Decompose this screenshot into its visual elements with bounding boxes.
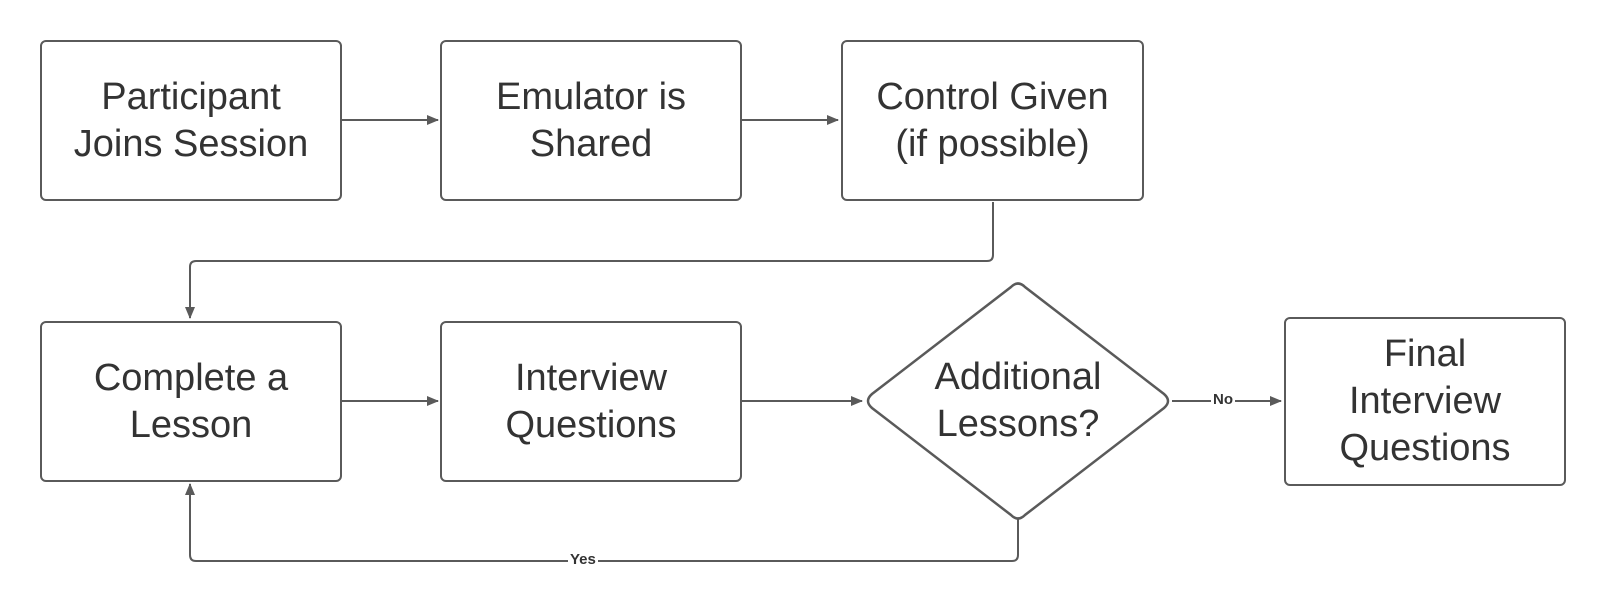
control-given-label: Control Given (if possible) <box>876 75 1109 165</box>
emulator-shared-label: Emulator is Shared <box>495 75 687 165</box>
complete-lesson-label: Complete a Lesson <box>93 356 289 446</box>
edge-label-no: No <box>1211 391 1235 409</box>
interview-questions-label: Interview Questions <box>505 356 677 446</box>
complete-lesson-box: Complete a Lesson <box>40 321 342 482</box>
edge-label-yes: Yes <box>568 551 598 569</box>
emulator-shared-box: Emulator is Shared <box>440 40 742 201</box>
participant-joins-session-label: Participant Joins Session <box>73 75 309 165</box>
control-given-box: Control Given (if possible) <box>841 40 1144 201</box>
edge-decision-yes-loop <box>185 483 1019 562</box>
final-interview-questions-box: Final Interview Questions <box>1284 317 1566 486</box>
edge-control-to-lesson <box>185 202 994 319</box>
interview-questions-box: Interview Questions <box>440 321 742 482</box>
additional-lessons-decision: Additional Lessons? <box>900 330 1136 472</box>
participant-joins-session-box: Participant Joins Session <box>40 40 342 201</box>
final-interview-questions-label: Final Interview Questions <box>1339 333 1511 469</box>
additional-lessons-label: Additional Lessons? <box>934 356 1102 445</box>
decision-diamond-shape <box>866 282 1170 520</box>
